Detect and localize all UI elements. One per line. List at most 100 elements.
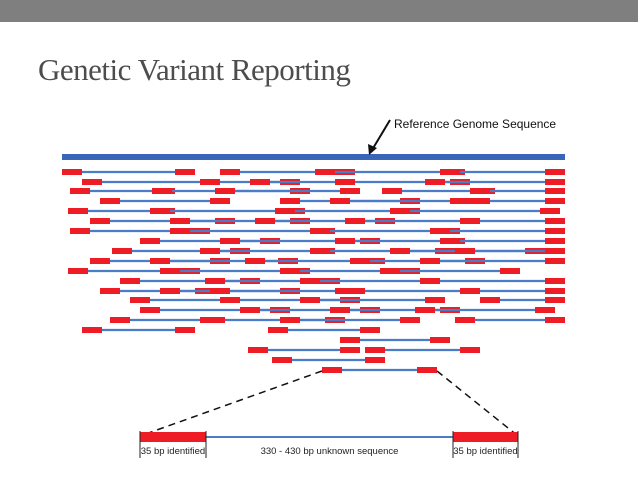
read-end-left: [415, 307, 435, 313]
read-end-left: [420, 278, 440, 284]
zoom-line-left: [139, 370, 323, 437]
reference-genome-label: Reference Genome Sequence: [394, 117, 557, 131]
read-end-left: [170, 228, 190, 234]
read-end-left: [250, 179, 270, 185]
read-end-left: [245, 258, 265, 264]
read-end-left: [300, 297, 320, 303]
read-end-left: [205, 317, 225, 323]
detail-middle-label: 330 - 430 bp unknown sequence: [260, 446, 399, 457]
read-end-left: [340, 337, 360, 343]
read-end-right: [450, 198, 470, 204]
read-end-left: [322, 367, 342, 373]
read-end-right: [545, 278, 565, 284]
read-end-left: [200, 248, 220, 254]
read-end-left: [310, 248, 330, 254]
read-end-left: [210, 288, 230, 294]
read-end-left: [160, 288, 180, 294]
detail-read-end-left: [140, 432, 206, 442]
read-end-left: [345, 218, 365, 224]
read-end-left: [70, 188, 90, 194]
read-end-left: [430, 228, 450, 234]
read-end-left: [275, 208, 295, 214]
read-end-left: [160, 268, 180, 274]
read-end-left: [390, 208, 410, 214]
read-end-left: [480, 297, 500, 303]
read-end-left: [68, 268, 88, 274]
read-end-left: [382, 188, 402, 194]
read-end-left: [152, 188, 172, 194]
read-end-left: [82, 179, 102, 185]
read-end-left: [68, 208, 88, 214]
read-end-right: [417, 367, 437, 373]
read-end-right: [210, 198, 230, 204]
read-end-right: [545, 169, 565, 175]
read-end-left: [62, 169, 82, 175]
read-end-left: [70, 228, 90, 234]
read-end-left: [220, 297, 240, 303]
read-end-left: [345, 288, 365, 294]
read-end-right: [545, 258, 565, 264]
zoom-line-right: [436, 370, 519, 437]
read-end-right: [545, 248, 565, 254]
reference-pointer-arrowhead: [368, 144, 377, 155]
read-end-left: [82, 327, 102, 333]
read-end-left: [335, 179, 355, 185]
read-end-left: [350, 258, 370, 264]
read-end-right: [545, 228, 565, 234]
read-end-left: [330, 198, 350, 204]
read-end-right: [535, 307, 555, 313]
read-end-left: [280, 268, 300, 274]
read-end-right: [545, 317, 565, 323]
read-end-right: [340, 347, 360, 353]
read-end-right: [400, 317, 420, 323]
read-end-left: [440, 169, 460, 175]
read-end-left: [100, 288, 120, 294]
read-end-left: [215, 188, 235, 194]
read-end-left: [90, 218, 110, 224]
read-end-right: [340, 188, 360, 194]
read-end-right: [430, 337, 450, 343]
read-end-left: [100, 198, 120, 204]
read-end-right: [500, 268, 520, 274]
read-end-left: [365, 347, 385, 353]
reads-group: [62, 169, 565, 373]
read-end-left: [240, 307, 260, 313]
read-end-left: [140, 307, 160, 313]
read-end-right: [545, 218, 565, 224]
read-end-left: [420, 258, 440, 264]
read-end-right: [545, 179, 565, 185]
read-end-left: [280, 317, 300, 323]
read-end-left: [460, 218, 480, 224]
read-end-left: [200, 179, 220, 185]
read-end-left: [220, 238, 240, 244]
read-end-left: [220, 169, 240, 175]
read-end-left: [272, 357, 292, 363]
read-end-left: [150, 258, 170, 264]
read-end-right: [545, 297, 565, 303]
read-end-right: [540, 208, 560, 214]
read-end-left: [310, 228, 330, 234]
read-end-right: [175, 169, 195, 175]
read-end-left: [315, 169, 335, 175]
read-end-left: [140, 238, 160, 244]
read-end-left: [330, 307, 350, 313]
read-end-left: [268, 327, 288, 333]
read-end-right: [365, 357, 385, 363]
read-end-right: [545, 198, 565, 204]
read-end-left: [460, 288, 480, 294]
slide-title: Genetic Variant Reporting: [38, 52, 351, 87]
read-end-right: [360, 327, 380, 333]
detail-right-label: 35 bp identified: [453, 446, 518, 457]
read-end-right: [545, 188, 565, 194]
read-end-left: [470, 188, 490, 194]
read-end-right: [545, 238, 565, 244]
read-end-left: [390, 248, 410, 254]
read-end-right: [425, 297, 445, 303]
top-bar: [0, 0, 638, 22]
read-end-left: [112, 248, 132, 254]
read-end-right: [545, 288, 565, 294]
read-end-left: [455, 248, 475, 254]
read-end-left: [170, 218, 190, 224]
reference-genome-bar: [62, 154, 565, 160]
